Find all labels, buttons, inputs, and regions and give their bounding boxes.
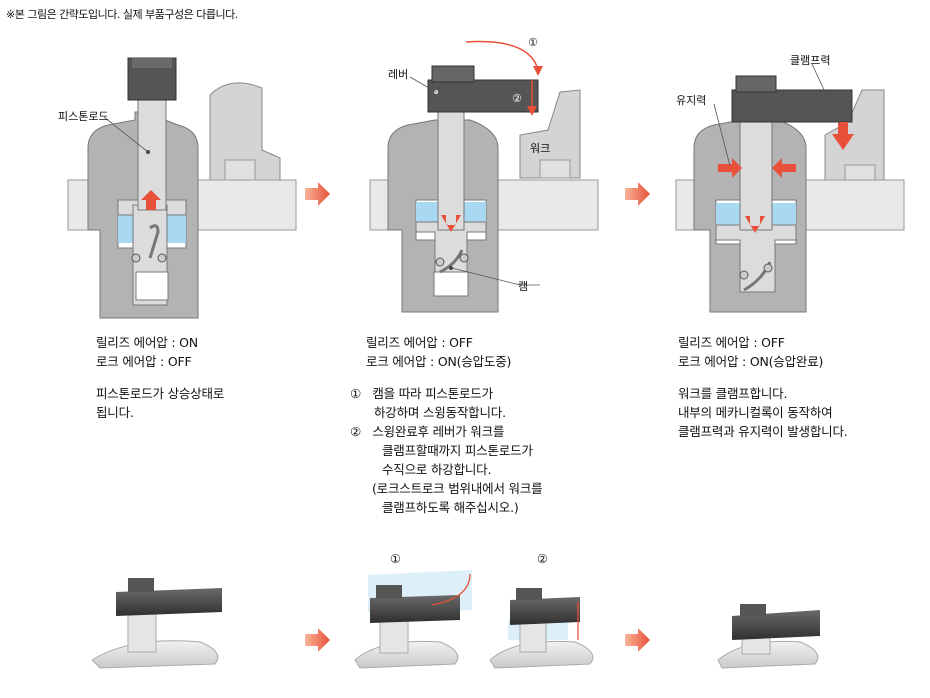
step2-mark: ② [350,424,362,439]
photo-step1-mark: ① [390,552,401,566]
diagram-clamped [675,63,905,313]
product-clamped [717,604,820,669]
diagram-released [67,57,297,319]
panel1-desc: 피스톤로드가 상승상태로 됩니다. [96,384,224,422]
panel2-lock-air: 로크 에어압 : ON(승압도중) [366,354,512,369]
product-released [91,578,222,669]
step2-line: 수직으로 하강합니다. [382,462,492,477]
step2-line: (로크스트로크 범위내에서 워크를 [372,481,543,496]
label-step2-marker: ② [512,92,522,105]
panel1-desc-line: 됩니다. [96,405,134,420]
next-step-arrow-1 [305,182,330,206]
label-clamp-force: 클램프력 [790,54,831,67]
panel3-release-air: 릴리즈 에어압 : OFF [678,335,785,350]
photo-step2-mark: ② [537,552,548,566]
panel3-status: 릴리즈 에어압 : OFF 로크 에어압 : ON(승압완료) [678,333,823,371]
step2-line: 클램프하도록 해주십시오.) [382,500,519,515]
step2-line: 스윙완료후 레버가 워크를 [372,424,505,439]
panel2-steps: ① 캠을 따라 피스톤로드가 하강하며 스윙동작합니다. ② 스윙완료후 레버가… [350,384,543,517]
product-descend [489,588,594,669]
panel1-desc-line: 피스톤로드가 상승상태로 [96,386,225,401]
clamp-diagrams [67,40,905,319]
diagram-swinging [369,40,599,313]
panel3-desc: 워크를 클램프합니다. 내부의 메카니컬록이 동작하여 클램프력과 유지력이 발… [678,384,848,441]
step1-line: 캠을 따라 피스톤로드가 [372,386,493,401]
panel2-release-air: 릴리즈 에어압 : OFF [366,335,473,350]
label-step1-marker: ① [528,36,538,49]
bottom-arrow-2 [625,628,650,652]
step1-line: 하강하며 스윙동작합니다. [374,405,506,420]
product-swing [354,570,472,669]
panel1-status: 릴리즈 에어압 : ON 로크 에어압 : OFF [96,333,198,371]
label-work: 워크 [530,142,551,155]
step2-line: 클램프할때까지 피스톤로드가 [382,443,533,458]
disclaimer-note: ※본 그림은 간략도입니다. 실제 부품구성은 다릅니다. [6,8,238,21]
panel3-lock-air: 로크 에어압 : ON(승압완료) [678,354,824,369]
panel1-lock-air: 로크 에어압 : OFF [96,354,192,369]
label-lever: 레버 [388,68,409,81]
label-holding-force: 유지력 [676,94,707,107]
panel3-desc-line: 클램프력과 유지력이 발생합니다. [678,424,848,439]
panel1-release-air: 릴리즈 에어압 : ON [96,335,198,350]
label-piston-rod: 피스톤로드 [58,110,109,123]
panel2-status: 릴리즈 에어압 : OFF 로크 에어압 : ON(승압도중) [366,333,511,371]
panel3-desc-line: 내부의 메카니컬록이 동작하여 [678,405,833,420]
step1-mark: ① [350,386,362,401]
next-step-arrow-2 [625,182,650,206]
panel3-desc-line: 워크를 클램프합니다. [678,386,788,401]
label-cam: 캠 [518,280,529,293]
bottom-arrow-1 [305,628,330,652]
